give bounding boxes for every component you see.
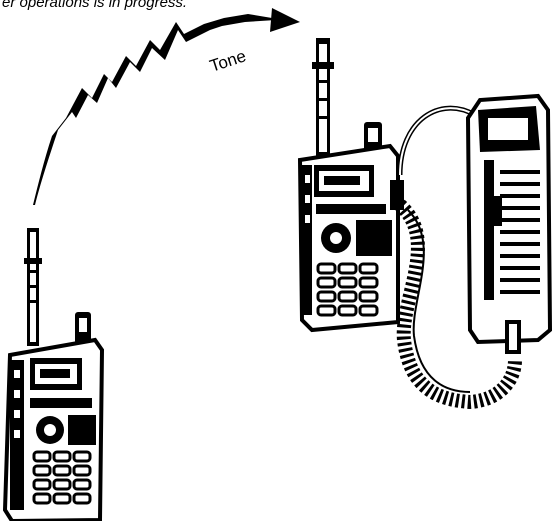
- receiving-radio: [300, 38, 404, 330]
- speaker-microphone: [468, 96, 550, 354]
- transmitting-radio: [5, 228, 102, 521]
- caption-text: er operations is in progress.: [2, 0, 187, 11]
- signal-label: Tone: [207, 46, 248, 75]
- radio-signal-bolt: [33, 8, 300, 205]
